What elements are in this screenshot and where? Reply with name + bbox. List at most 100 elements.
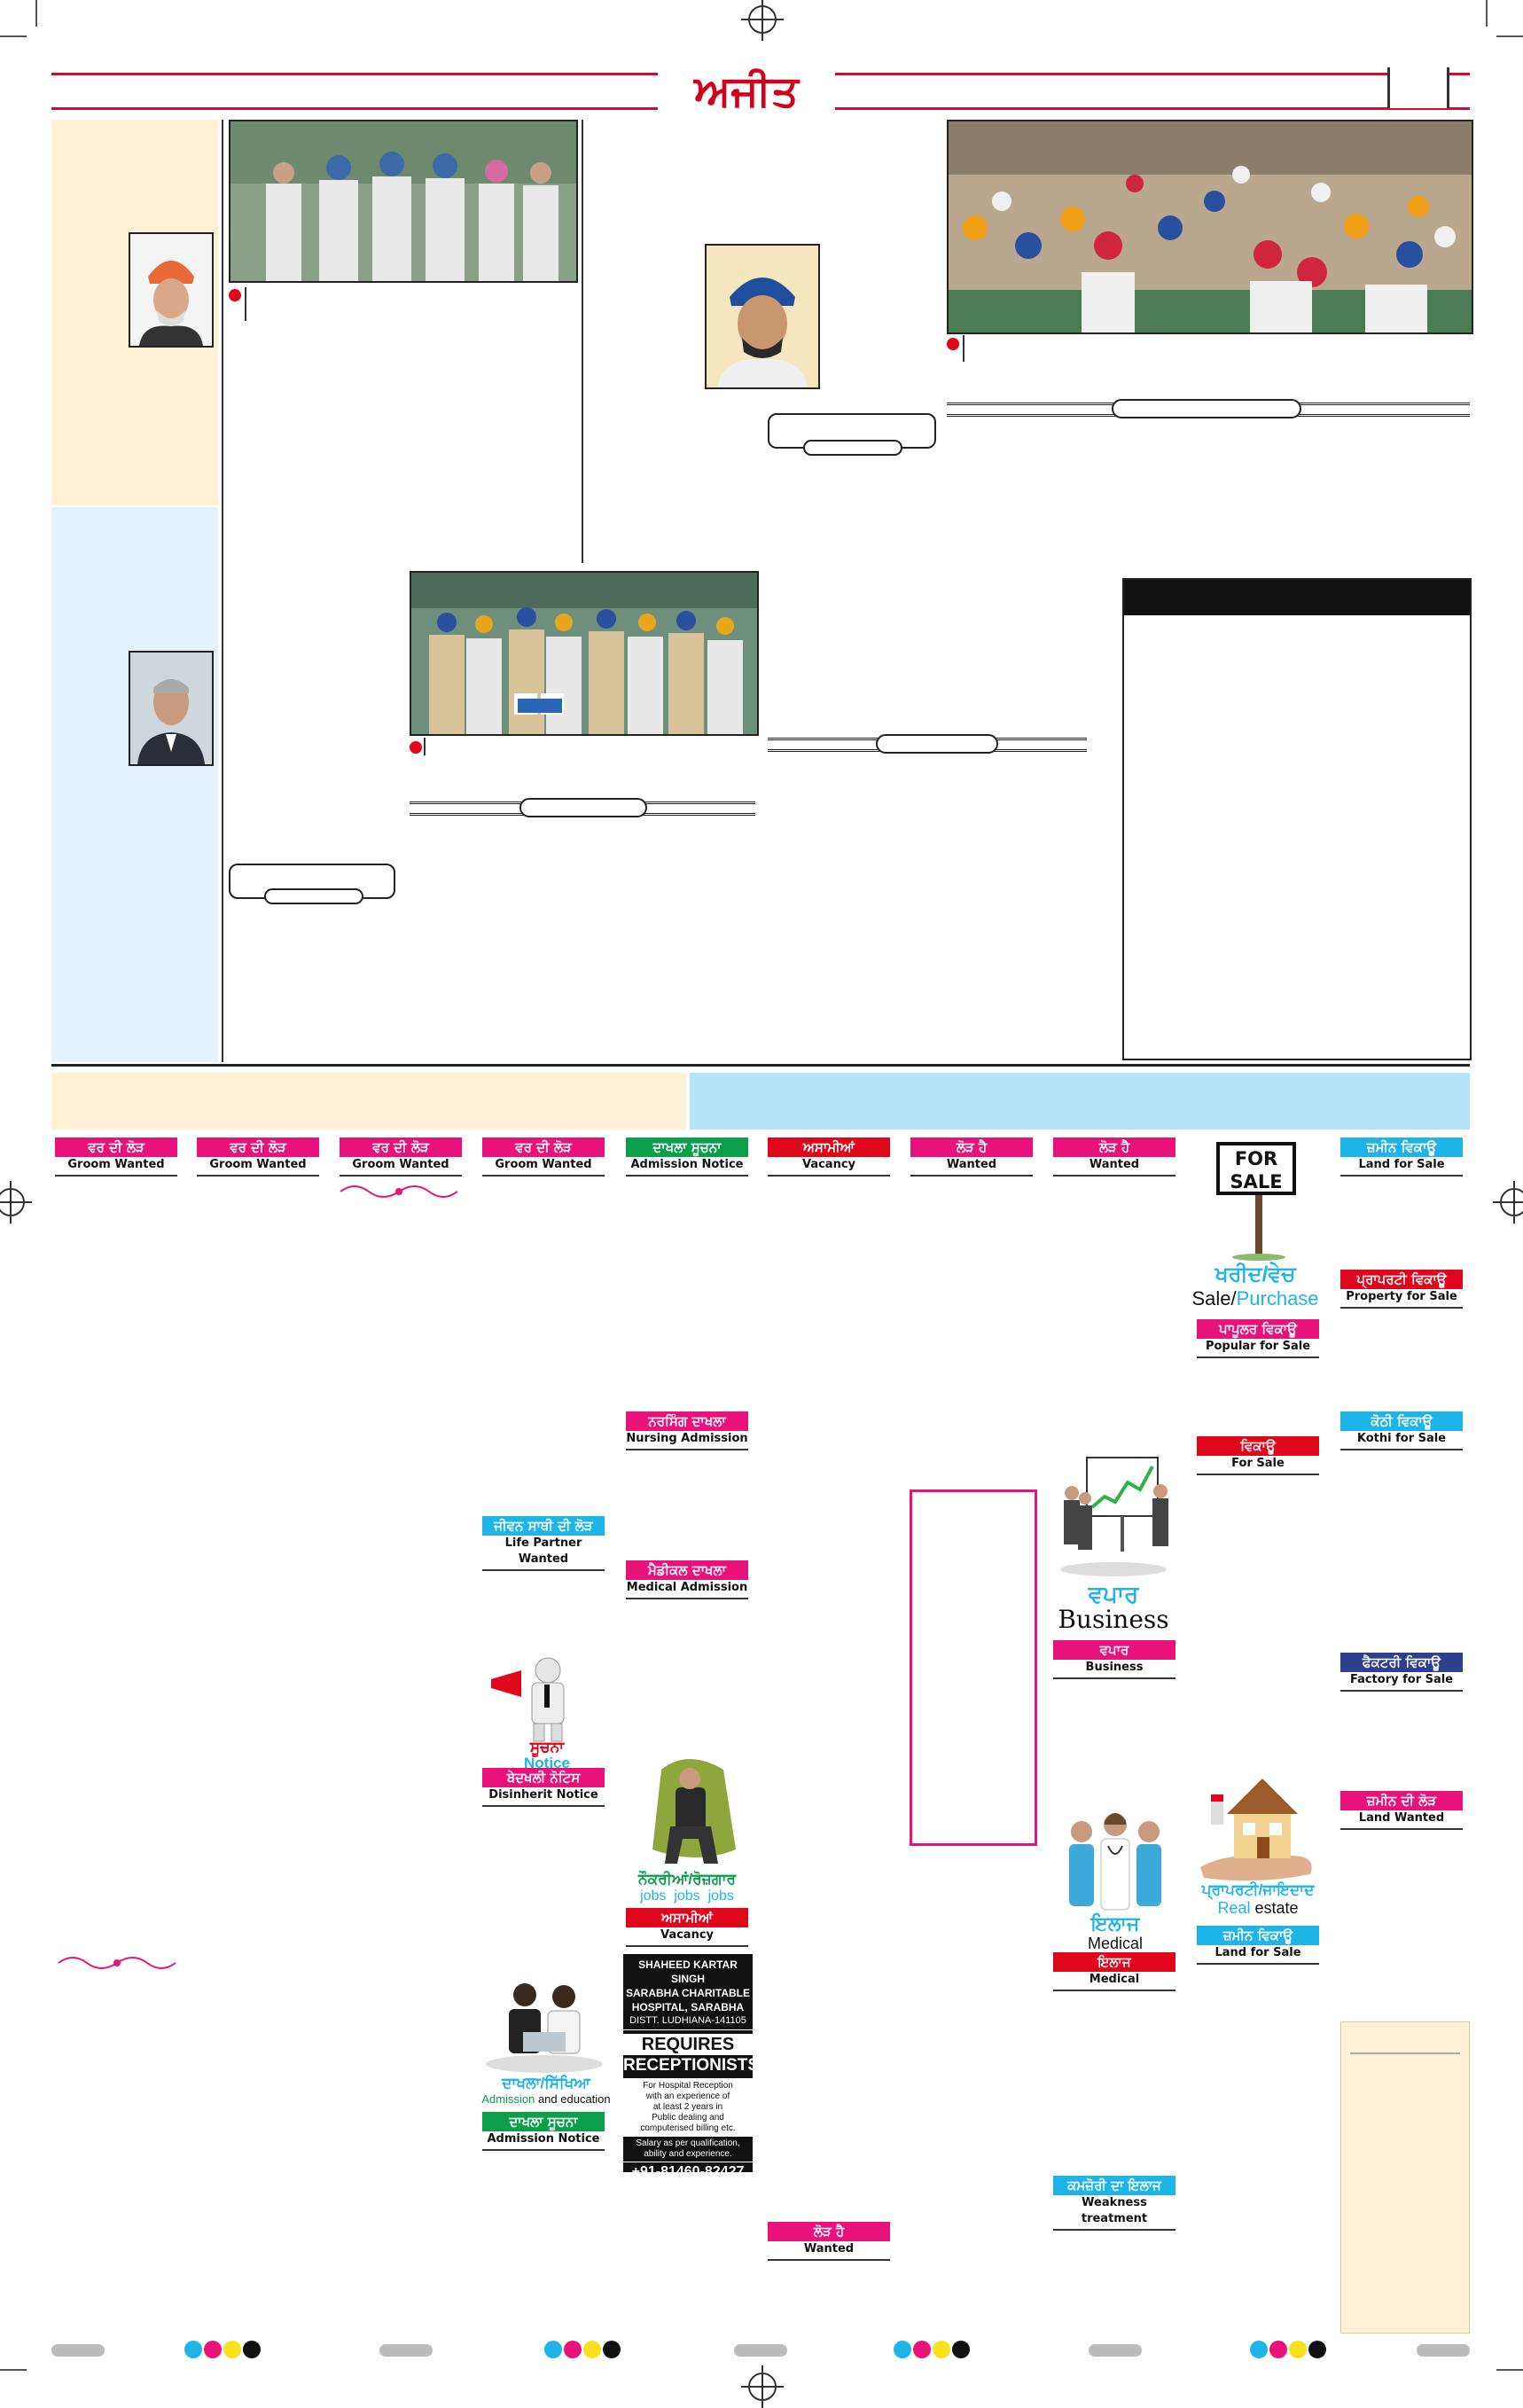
business-illustration [1051,1454,1175,1580]
feature-box-header [1124,580,1470,615]
jobs-en: jobs jobs jobs [640,1888,734,1904]
category-label-punjabi: ਵਪਾਰ [1053,1640,1175,1660]
registration-mark-bottom [741,2365,784,2408]
news-photo-police-group [410,571,759,736]
category-label-punjabi: ਕਮਜ਼ੋਰੀ ਦਾ ਇਲਾਜ [1053,2176,1175,2195]
admission-text: Admission [481,2092,535,2106]
classifieds-rule [51,1064,1470,1067]
grey-bar [734,2344,787,2357]
category-label-english: Business [1053,1660,1175,1679]
pink-bordered-ad [910,1489,1037,1846]
page-number-box [1387,67,1449,108]
ornament-divider [340,1185,458,1198]
notice-en: Notice [524,1755,570,1771]
caption-rule [963,335,965,362]
category-label-english: Land for Sale [1340,1157,1463,1177]
category-label-english: Life Partner Wanted [482,1536,605,1571]
crop-mark [0,35,27,37]
caption-bullet [229,289,241,301]
category-label-english: For Sale [1197,1456,1319,1475]
business-pa: ਵਪਾਰ [1088,1581,1139,1607]
ad-body-line: at least 2 years in [652,2102,723,2112]
crop-mark [1486,0,1488,27]
classified-category: ਲੋੜ ਹੈWanted [1053,1138,1175,1177]
for-sale-sign: FOR SALE [1216,1142,1296,1195]
notice-label: ਸੂਚਨਾ Notice [489,1740,605,1771]
jobs-illustration [626,1752,750,1872]
category-label-english: Popular for Sale [1197,1339,1319,1358]
crop-mark [0,2369,27,2371]
for-sale-illustration: FOR SALE [1206,1137,1312,1261]
category-label-punjabi: ਜੀਵਨ ਸਾਥੀ ਦੀ ਲੋੜ [482,1516,605,1536]
category-label-punjabi: ਲੋੜ ਹੈ [768,2222,890,2241]
category-label-punjabi: ਪ੍ਰਾਪਰਟੀ ਵਿਕਾਊ [1340,1270,1463,1289]
category-label-english: Groom Wanted [197,1157,319,1177]
category-label-punjabi: ਦਾਖਲਾ ਸੂਚਨਾ [626,1138,748,1157]
caption-rule [245,287,246,321]
category-label-english: Admission Notice [626,1157,748,1177]
crop-mark [1496,2369,1523,2371]
portrait-photo-blue-turban [705,244,820,389]
portrait-photo-man [129,651,214,766]
notice-illustration [486,1654,583,1743]
quote-pill [264,888,363,904]
education-text: and education [537,2092,611,2106]
category-label-english: Factory for Sale [1340,1672,1463,1692]
classifieds-banner-left [51,1073,686,1130]
hospital-name-line3: HOSPITAL, SARABHA [631,2001,745,2013]
real-estate-illustration [1195,1752,1319,1885]
category-label-punjabi: ਜ਼ਮੀਨ ਵਿਕਾਊ [1197,1926,1319,1945]
separator-pill [876,734,998,754]
sale-purchase-label: ਖਰੀਦ/ਵੇਚ Sale/Purchase [1184,1263,1326,1310]
category-label-punjabi: ਵਰ ਦੀ ਲੋੜ [482,1138,605,1157]
classified-category: ਨਰਸਿੰਗ ਦਾਖਲਾNursing Admission [626,1411,748,1450]
category-label-english: Admission Notice [482,2131,605,2151]
ad-body-line: Public dealing and [652,2113,724,2123]
real-estate-label: ਪ੍ਰਾਪਰਟੀ/ਜਾਇਦਾਦ Real estate [1183,1881,1333,1917]
notice-pa: ਸੂਚਨਾ [529,1739,565,1755]
business-label: ਵਪਾਰ Business [1043,1582,1184,1633]
category-label-english: Medical [1053,1972,1175,1991]
category-label-punjabi: ਦਾਖਲਾ ਸੂਚਨਾ [482,2112,605,2131]
category-label-english: Weakness treatment [1053,2195,1175,2231]
category-label-english: Vacancy [768,1157,890,1177]
category-label-english: Property for Sale [1340,1289,1463,1309]
classified-category: ਲੋੜ ਹੈWanted [910,1138,1033,1177]
registration-mark-top [741,0,784,41]
grey-bar [51,2344,105,2357]
education-illustration [482,1977,606,2075]
category-label-punjabi: ਜ਼ਮੀਨ ਦੀ ਲੋੜ [1340,1791,1463,1810]
education-pa: ਦਾਖਲਾ/ਸਿੱਖਿਆ [502,2075,590,2091]
category-label-punjabi: ਜ਼ਮੀਨ ਵਿਕਾਊ [1340,1138,1463,1157]
news-photo-group-meeting [229,120,578,283]
real-estate-pa: ਪ੍ਰਾਪਰਟੀ/ਜਾਇਦਾਦ [1201,1881,1315,1898]
sale-text: Sale/ [1191,1287,1237,1310]
category-label-english: Nursing Admission [626,1431,748,1450]
grey-bar [1089,2344,1142,2357]
ad-salary-line: Salary as per qualification, [636,2138,740,2148]
medical-label: ਇਲਾਜ Medical [1051,1913,1179,1953]
medical-illustration [1057,1805,1172,1919]
ad-body-line: computerised billing etc. [640,2123,736,2133]
classified-category: ਲੋੜ ਹੈWanted [768,2222,890,2261]
grey-bar [1417,2344,1470,2357]
purchase-text: Purchase [1236,1287,1319,1310]
category-label-punjabi: ਬੇਦਖਲੀ ਨੋਟਿਸ [482,1768,605,1787]
jobs-label: ਨੌਕਰੀਆਂ/ਰੋਜ਼ਗਾਰ jobs jobs jobs [612,1871,762,1904]
separator-pill [519,798,647,817]
sale-purchase-pa: ਖਰੀਦ/ਵੇਚ [1214,1263,1296,1286]
registration-mark-left [0,1181,32,1224]
hospital-ad-body: For Hospital Reception with an experienc… [623,2078,753,2137]
ornament-divider [58,1957,176,1969]
category-label-english: Land Wanted [1340,1810,1463,1830]
